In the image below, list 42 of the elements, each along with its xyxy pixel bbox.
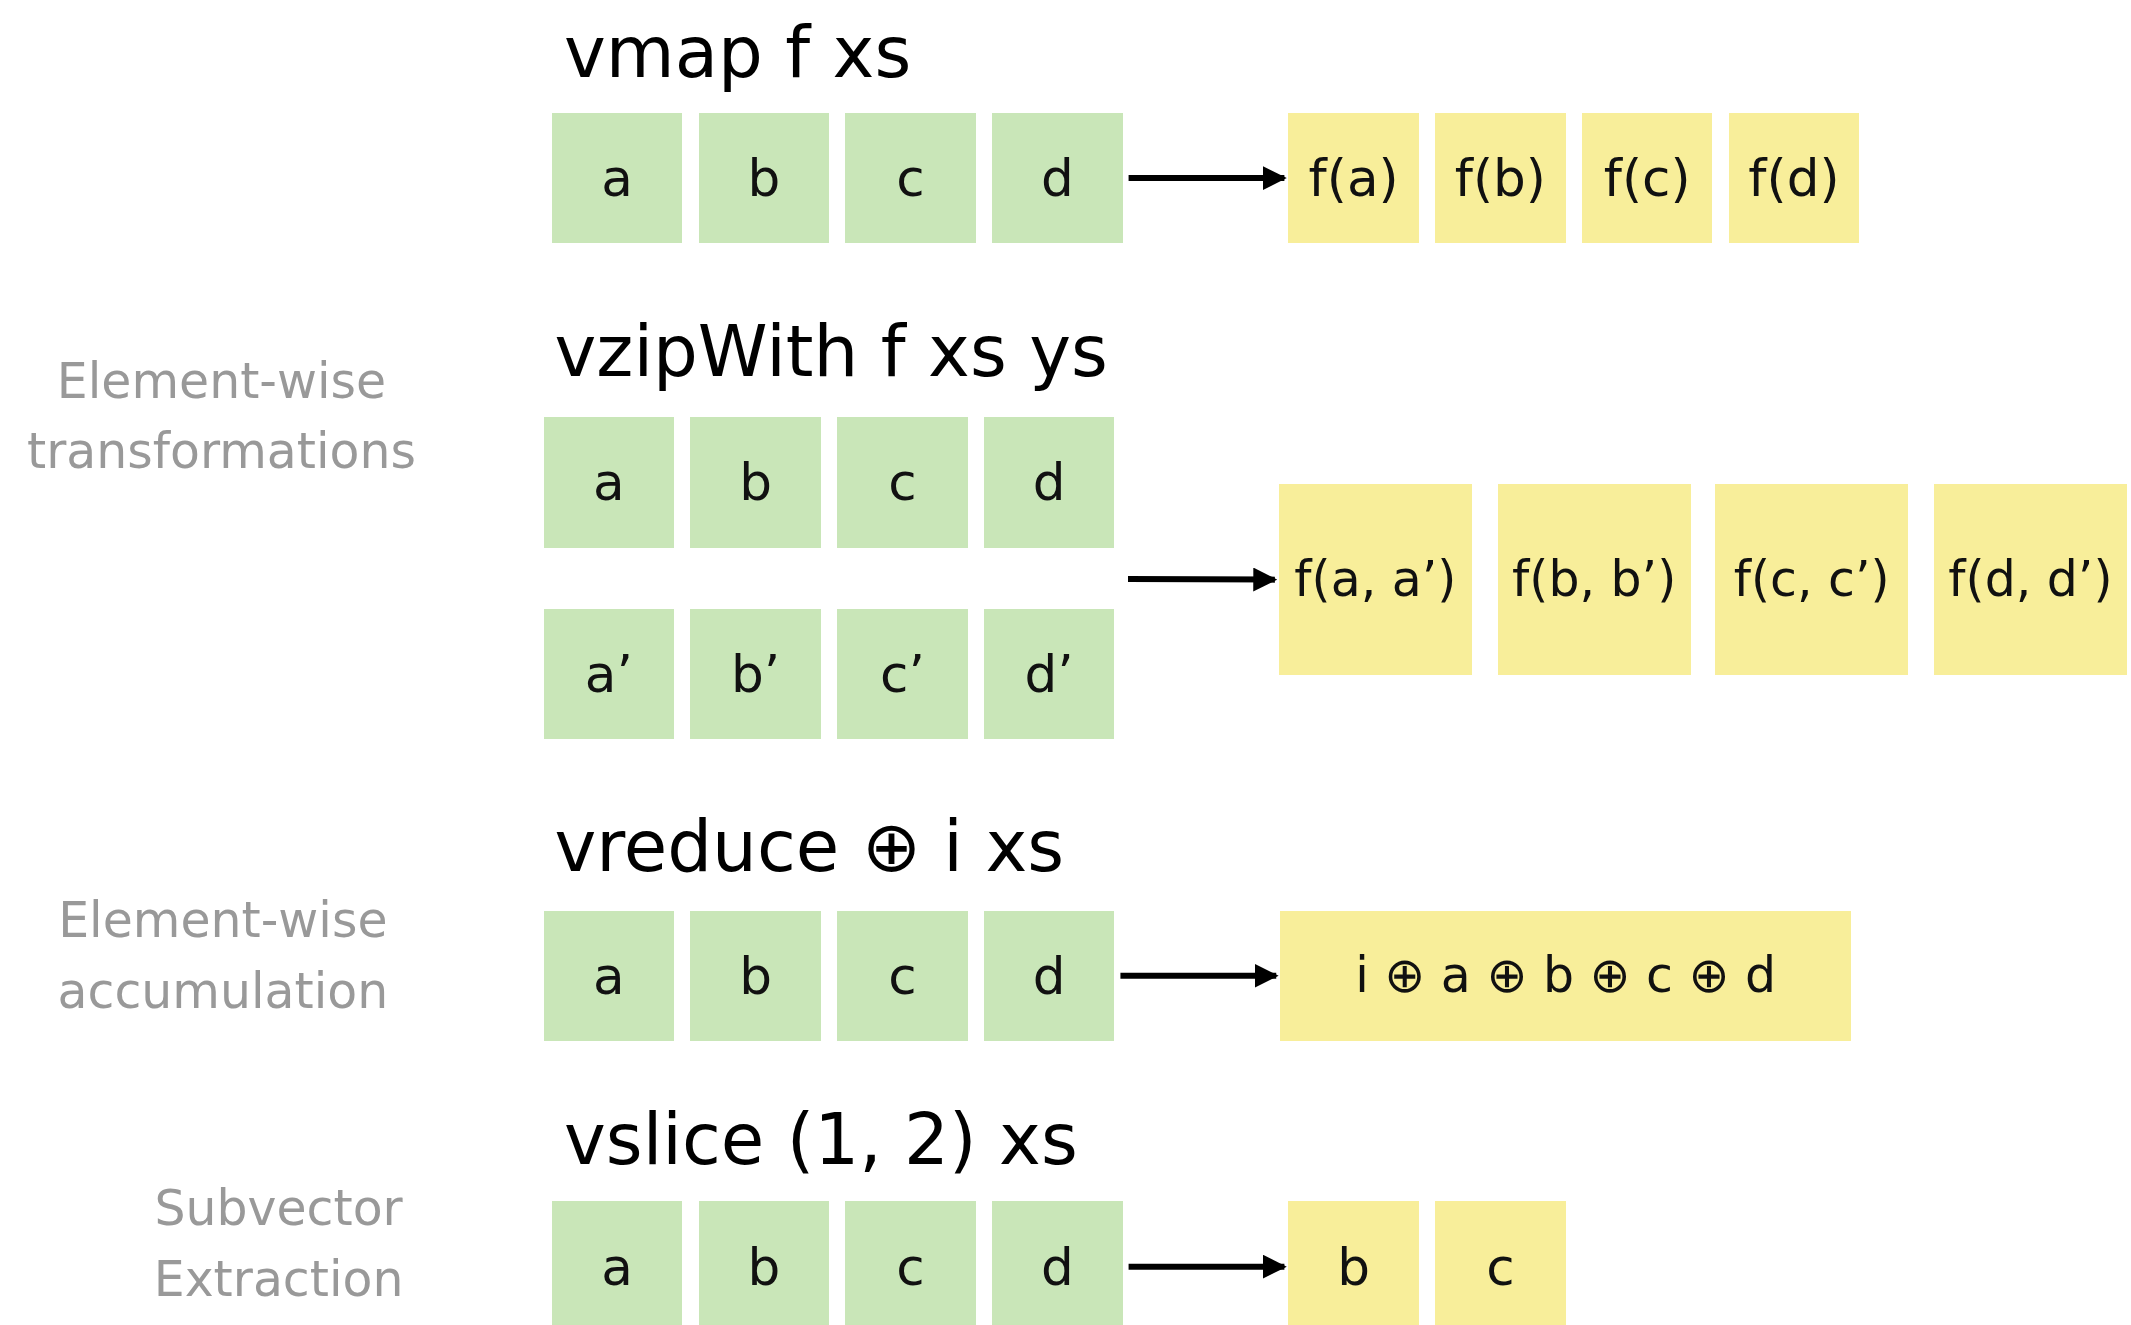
result-element: f(a, a’) bbox=[1278, 483, 1472, 676]
vector-element: b’ bbox=[690, 608, 821, 740]
vector-element: c bbox=[845, 1201, 976, 1325]
vector-element: c’ bbox=[837, 608, 968, 740]
vector-element: a bbox=[551, 112, 683, 244]
result-element: f(b, b’) bbox=[1497, 483, 1691, 676]
vector-element: a bbox=[551, 1201, 683, 1325]
category-label: Element-wise transformations bbox=[26, 351, 417, 483]
result-element: b bbox=[1288, 1201, 1419, 1325]
category-label: Subvector Extraction bbox=[152, 1179, 405, 1311]
vector-element: b bbox=[690, 417, 821, 548]
result-element: f(a) bbox=[1288, 112, 1419, 244]
vector-element: a’ bbox=[543, 608, 675, 740]
result-element: f(d, d’) bbox=[1933, 483, 2127, 676]
arrow bbox=[1128, 166, 1287, 191]
function-heading: vreduce ⊕ i xs bbox=[554, 804, 1065, 888]
category-label: Element-wise accumulation bbox=[56, 891, 390, 1022]
result-element: f(c) bbox=[1581, 112, 1713, 244]
arrow bbox=[1128, 1254, 1287, 1279]
vector-element: a bbox=[543, 910, 675, 1042]
result-element: i ⊕ a ⊕ b ⊕ c ⊕ d bbox=[1280, 910, 1851, 1042]
function-heading: vslice (1, 2) xs bbox=[564, 1098, 1078, 1182]
vector-element: d’ bbox=[983, 608, 1115, 740]
vector-element: d bbox=[983, 417, 1115, 548]
result-element: c bbox=[1435, 1201, 1566, 1325]
vector-element: b bbox=[698, 112, 829, 244]
function-heading: vmap f xs bbox=[564, 10, 912, 94]
arrow bbox=[1128, 567, 1278, 592]
vector-element: d bbox=[992, 112, 1123, 244]
vector-element: d bbox=[983, 910, 1115, 1042]
vector-element: d bbox=[992, 1201, 1123, 1325]
vector-element: b bbox=[690, 910, 821, 1042]
vector-element: c bbox=[837, 417, 968, 548]
vector-element: b bbox=[698, 1201, 829, 1325]
result-element: f(b) bbox=[1435, 112, 1566, 244]
function-heading: vzipWith f xs ys bbox=[554, 309, 1108, 393]
result-element: f(c, c’) bbox=[1715, 483, 1909, 676]
vector-element: a bbox=[543, 417, 675, 548]
vector-element: c bbox=[837, 910, 968, 1042]
result-element: f(d) bbox=[1728, 112, 1860, 244]
vector-element: c bbox=[845, 112, 976, 244]
arrow bbox=[1120, 963, 1279, 988]
